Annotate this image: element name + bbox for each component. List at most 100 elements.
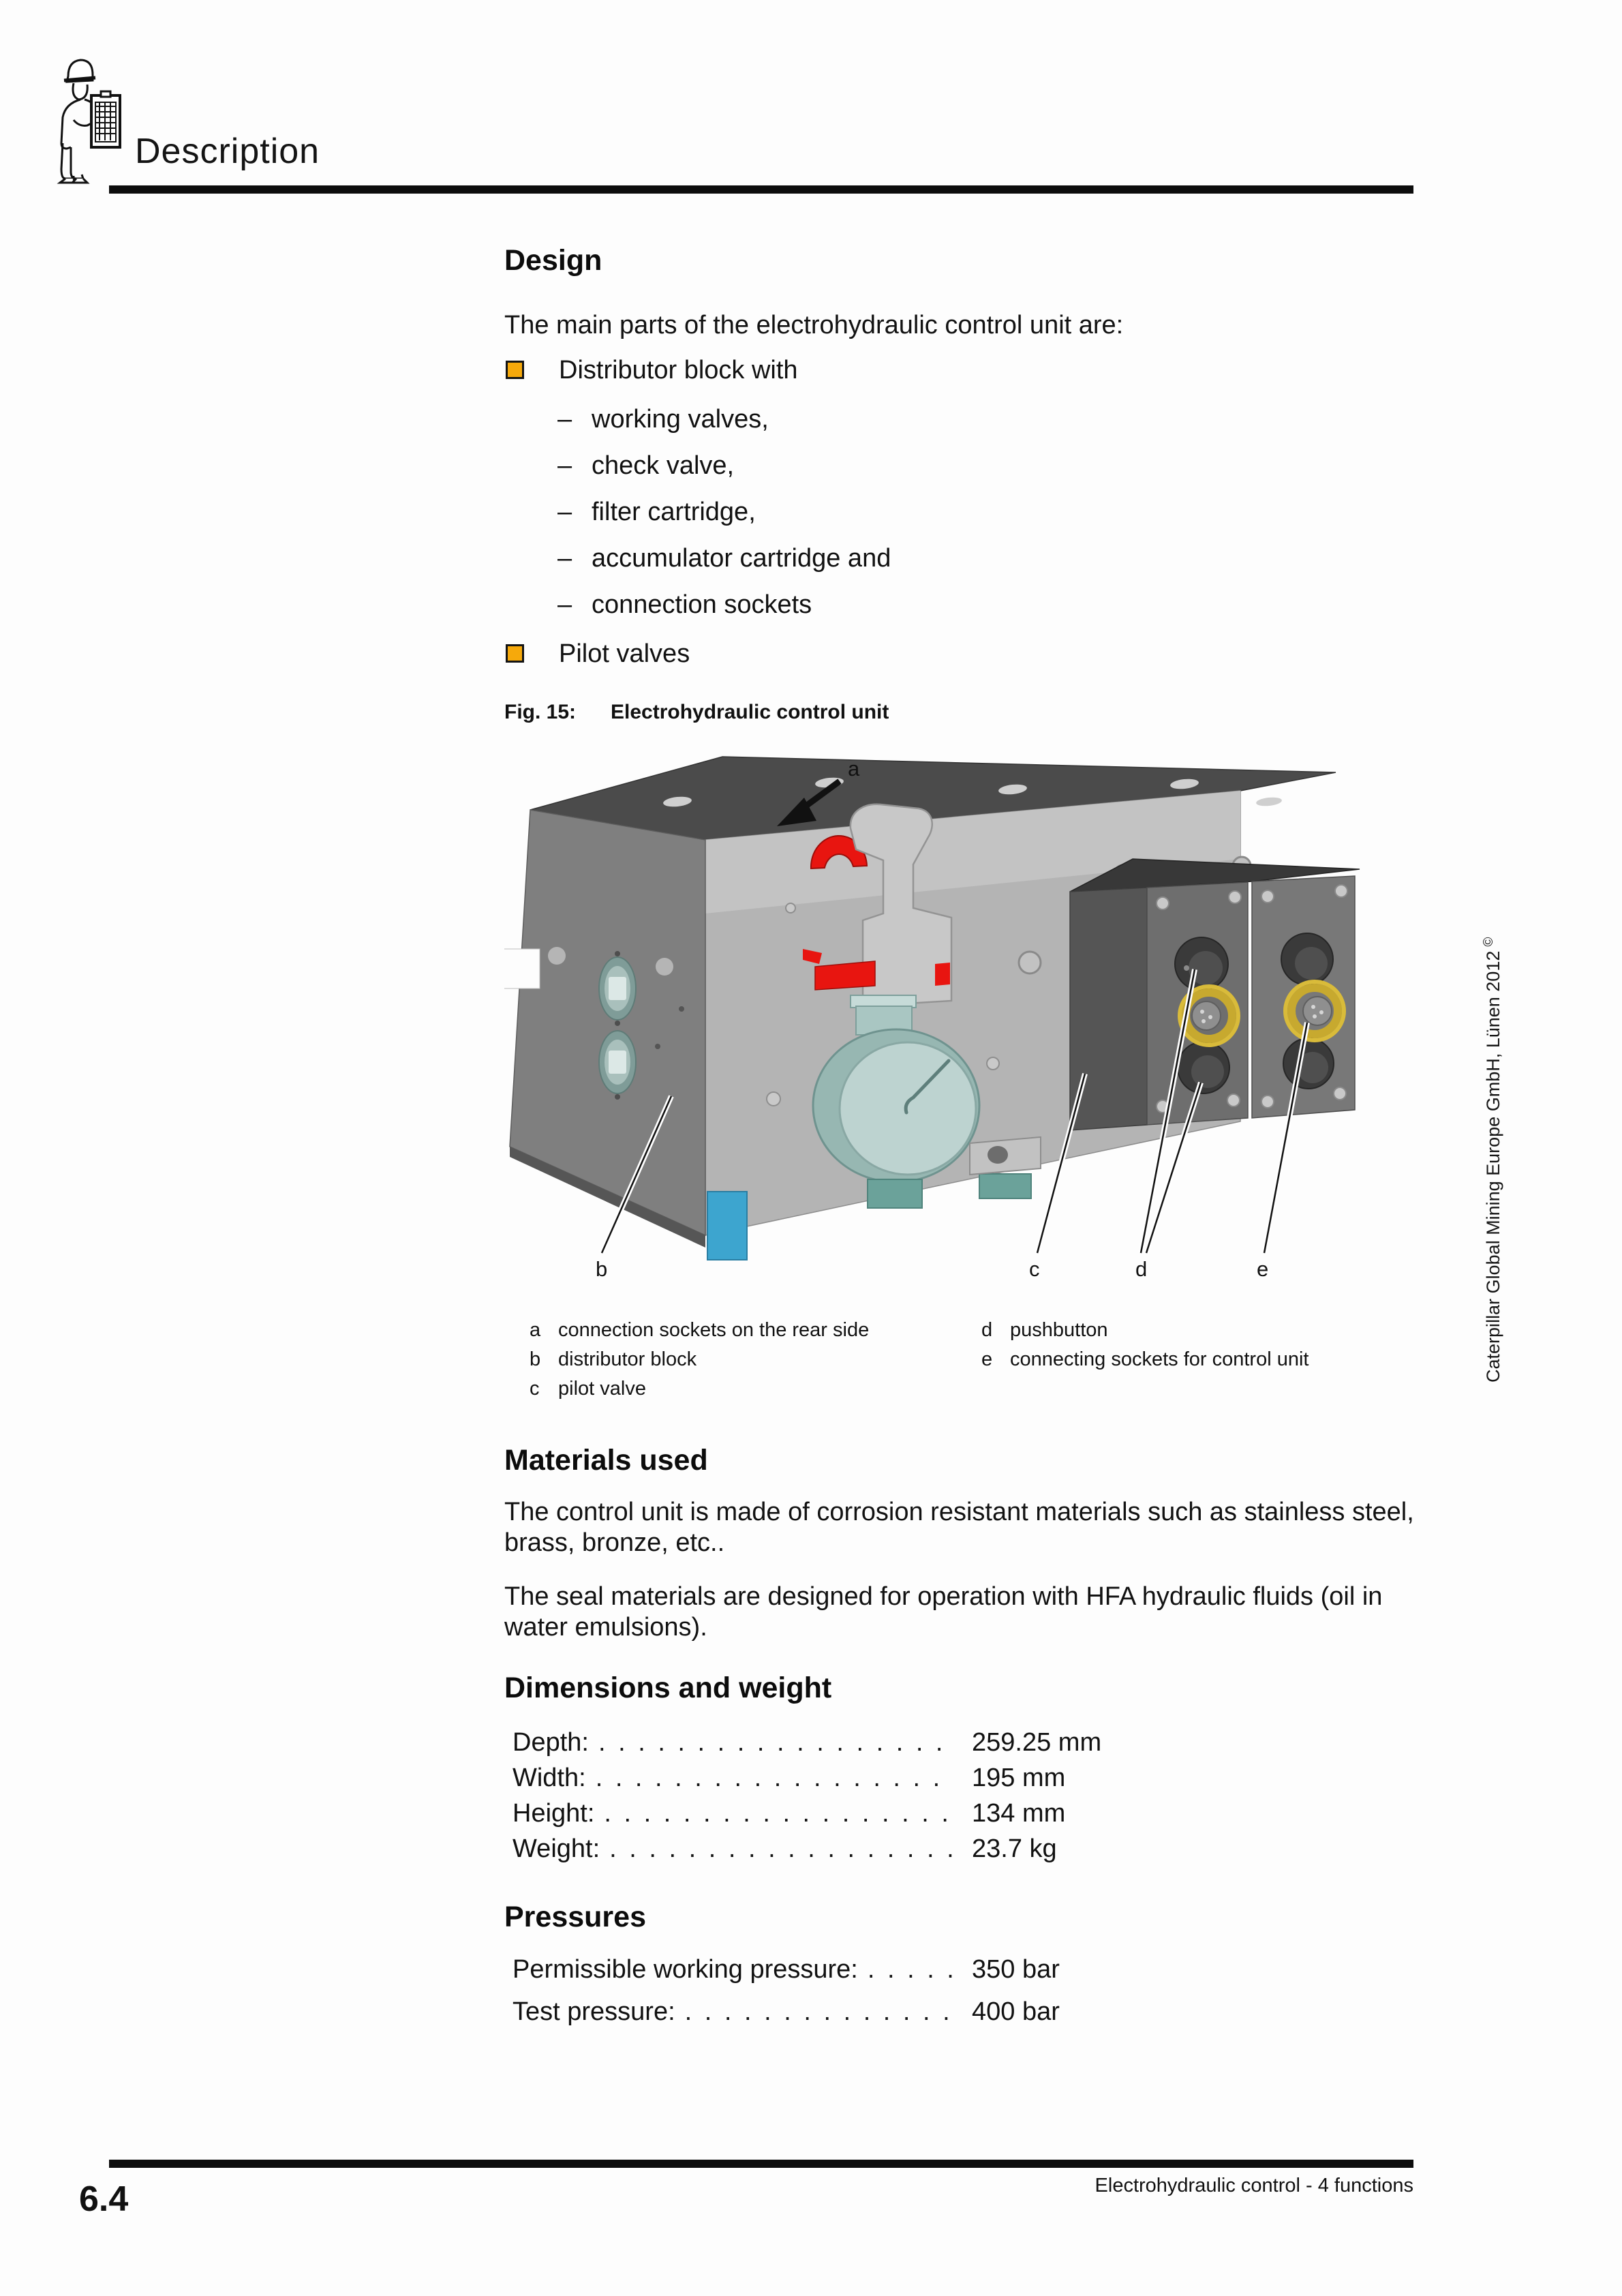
- dash-icon: –: [557, 405, 572, 434]
- distributor-left-face: [509, 809, 706, 1237]
- copyright-text: Caterpillar Global Mining Europe GmbH, L…: [1483, 950, 1503, 1383]
- distributor-bottom-bevel: [510, 1147, 705, 1248]
- legend-item: b distributor block: [530, 1345, 697, 1374]
- legend-key: e: [981, 1348, 993, 1370]
- sub-bullet-item: –connection sockets: [557, 590, 812, 620]
- spec-label: Height:: [512, 1799, 595, 1828]
- bullet-item-pilot-valves: Pilot valves: [506, 639, 690, 669]
- port-mark: [655, 1044, 660, 1049]
- spec-value: 350 bar: [972, 1955, 1060, 1984]
- pressure-gauge: [812, 995, 1041, 1209]
- legend-key: b: [530, 1348, 541, 1370]
- orange-square-bullet-icon: [506, 644, 524, 663]
- red-clamp-right: [935, 963, 950, 986]
- screw-boss: [1017, 950, 1042, 975]
- bullet-label: Distributor block with: [559, 356, 798, 384]
- footer-page-number: 6.4: [79, 2179, 129, 2219]
- sub-bullet-label: connection sockets: [592, 590, 812, 619]
- dotted-leader: [685, 1997, 954, 2027]
- spec-label: Width:: [512, 1764, 586, 1792]
- figure-label-e: e: [1257, 1257, 1268, 1281]
- dotted-leader: [596, 1764, 954, 1793]
- spec-label: Depth:: [512, 1728, 589, 1757]
- sub-bullet-item: –filter cartridge,: [557, 498, 756, 527]
- sub-bullet-label: filter cartridge,: [592, 498, 756, 526]
- spec-row-test-pressure: Test pressure: 400 bar: [512, 1997, 1112, 2027]
- dash-icon: –: [557, 498, 572, 526]
- sub-bullet-label: accumulator cartridge and: [592, 544, 891, 573]
- legend-item: a connection sockets on the rear side: [530, 1316, 869, 1345]
- dotted-leader: [598, 1728, 954, 1757]
- worker-clipboard-icon: [53, 55, 135, 191]
- page-title: Description: [135, 132, 320, 171]
- copyright-sidebar: Caterpillar Global Mining Europe GmbH, L…: [1482, 937, 1504, 1383]
- front-screw: [766, 1091, 781, 1106]
- spec-value: 259.25 mm: [972, 1728, 1102, 1757]
- dotted-leader: [609, 1834, 954, 1864]
- figure-illustration: a b c d e: [504, 756, 1360, 1281]
- figure-label-c: c: [1029, 1257, 1040, 1281]
- sub-bullet-item: –accumulator cartridge and: [557, 544, 891, 573]
- dash-icon: –: [557, 451, 572, 480]
- legend-key: c: [530, 1378, 540, 1400]
- pushbutton: [1177, 1041, 1230, 1094]
- legend-text: connection sockets on the rear side: [558, 1319, 870, 1341]
- left-face-boss: [656, 958, 673, 976]
- left-face-boss: [548, 947, 566, 965]
- connection-socket: [598, 951, 637, 1026]
- connecting-socket-yellow-ring: [1283, 980, 1346, 1042]
- copyright-symbol: ©: [1482, 937, 1496, 947]
- dotted-leader: [604, 1799, 954, 1828]
- front-screw: [785, 903, 796, 913]
- materials-para1: The control unit is made of corrosion re…: [504, 1498, 1414, 1557]
- legend-item: d pushbutton: [981, 1316, 1108, 1345]
- front-screw: [986, 1057, 1000, 1070]
- materials-heading: Materials used: [504, 1444, 708, 1477]
- spec-row-depth: Depth: 259.25 mm: [512, 1728, 1112, 1757]
- figure-caption-label: Fig. 15:: [504, 701, 577, 723]
- pressures-heading: Pressures: [504, 1901, 646, 1933]
- legend-key: d: [981, 1319, 993, 1341]
- materials-para2: The seal materials are designed for oper…: [504, 1582, 1383, 1642]
- spec-label: Permissible working pressure:: [512, 1955, 858, 1984]
- distributor-front-face-sheen: [705, 791, 1240, 913]
- red-clamp-band: [814, 961, 876, 991]
- figure-label-a: a: [848, 757, 860, 781]
- spec-row-working-pressure: Permissible working pressure: 350 bar: [512, 1955, 1112, 1984]
- dash-icon: –: [557, 590, 572, 619]
- label-a-arrowhead: [777, 798, 816, 826]
- spec-label: Weight:: [512, 1834, 600, 1863]
- red-lifting-handle: [810, 835, 868, 870]
- figure-caption-text: Electrohydraulic control unit: [611, 701, 889, 723]
- legend-item: c pilot valve: [530, 1374, 646, 1404]
- spec-value: 195 mm: [972, 1764, 1066, 1792]
- footer-rule: [109, 2160, 1413, 2168]
- legend-text: pilot valve: [558, 1378, 646, 1400]
- legend-item: e connecting sockets for control unit: [981, 1345, 1309, 1374]
- design-intro: The main parts of the electrohydraulic c…: [504, 311, 1124, 339]
- pushbutton: [1281, 933, 1334, 986]
- header-rule: [109, 185, 1413, 194]
- sub-bullet-item: –check valve,: [557, 451, 734, 481]
- legend-text: pushbutton: [1010, 1319, 1108, 1341]
- spec-row-weight: Weight: 23.7 kg: [512, 1834, 1112, 1864]
- leader-lines: [600, 969, 1309, 1254]
- sub-bullet-item: –working valves,: [557, 405, 769, 434]
- legend-key: a: [530, 1319, 541, 1341]
- spec-value: 400 bar: [972, 1997, 1060, 2026]
- spec-row-width: Width: 195 mm: [512, 1764, 1112, 1793]
- sub-bullet-label: check valve,: [592, 451, 735, 480]
- port-mark: [679, 1006, 684, 1012]
- left-face-notch: [504, 948, 540, 989]
- spec-value: 23.7 kg: [972, 1834, 1057, 1863]
- legend-text: distributor block: [558, 1348, 697, 1370]
- spec-label: Test pressure:: [512, 1997, 675, 2026]
- figure-label-b: b: [596, 1257, 607, 1281]
- red-clamp-left: [803, 949, 822, 964]
- figure-label-d: d: [1135, 1257, 1147, 1281]
- pushbutton: [1174, 937, 1229, 991]
- spec-value: 134 mm: [972, 1799, 1066, 1828]
- connection-socket: [598, 1030, 637, 1100]
- dimensions-heading: Dimensions and weight: [504, 1672, 832, 1704]
